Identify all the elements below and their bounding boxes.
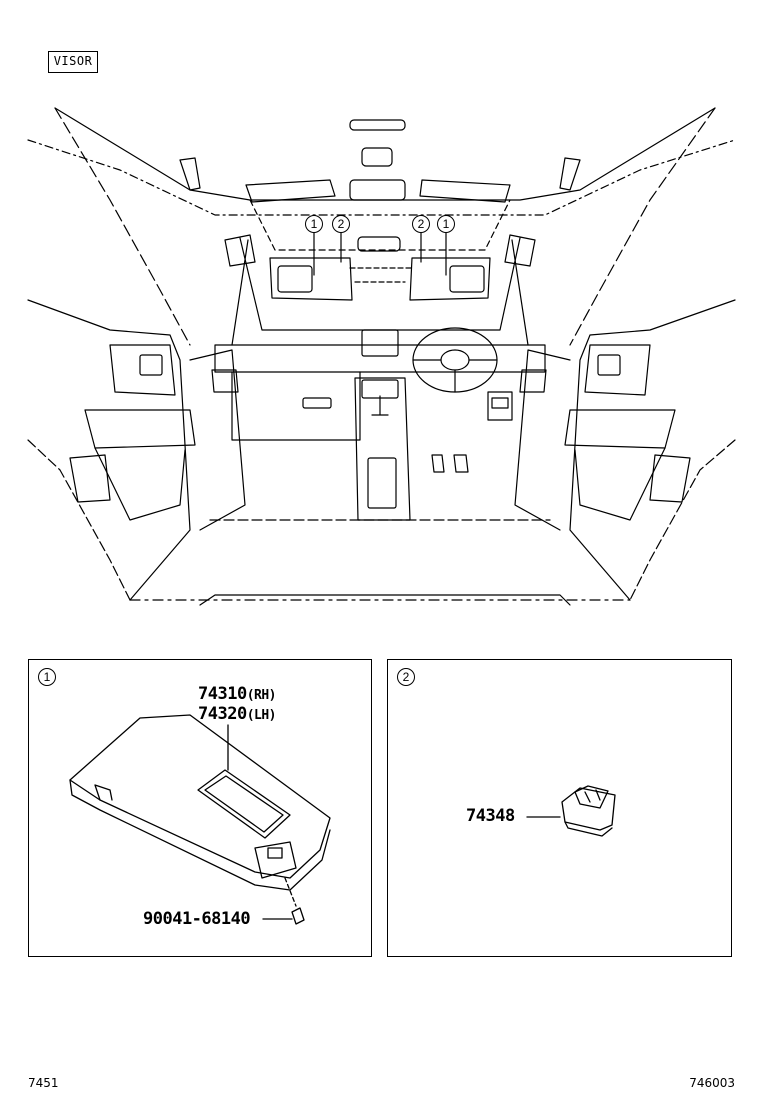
visor-lh-side: (LH)	[246, 708, 277, 723]
panel-1-index: 1	[38, 668, 56, 686]
detail-panel-holder	[387, 659, 732, 957]
footer-right-code: 746003	[689, 1076, 735, 1090]
footer-left-code: 7451	[28, 1076, 59, 1090]
callout-1-right: 1	[437, 215, 455, 233]
section-label: VISOR	[48, 51, 98, 73]
detail-panel-visor	[28, 659, 372, 957]
panel-2-index: 2	[397, 668, 415, 686]
part-number-visor-rh: 74310(RH)	[198, 684, 277, 704]
part-number-visor-lh: 74320(LH)	[198, 704, 277, 724]
part-number-holder: 74348	[466, 806, 515, 826]
visor-lh-number: 74320	[198, 704, 247, 724]
callout-2-right: 2	[412, 215, 430, 233]
visor-rh-number: 74310	[198, 684, 247, 704]
visor-rh-side: (RH)	[246, 688, 277, 703]
callout-2-left: 2	[332, 215, 350, 233]
part-number-screw: 90041-68140	[143, 909, 251, 929]
callout-1-left: 1	[305, 215, 323, 233]
vehicle-interior-illustration	[27, 107, 736, 606]
